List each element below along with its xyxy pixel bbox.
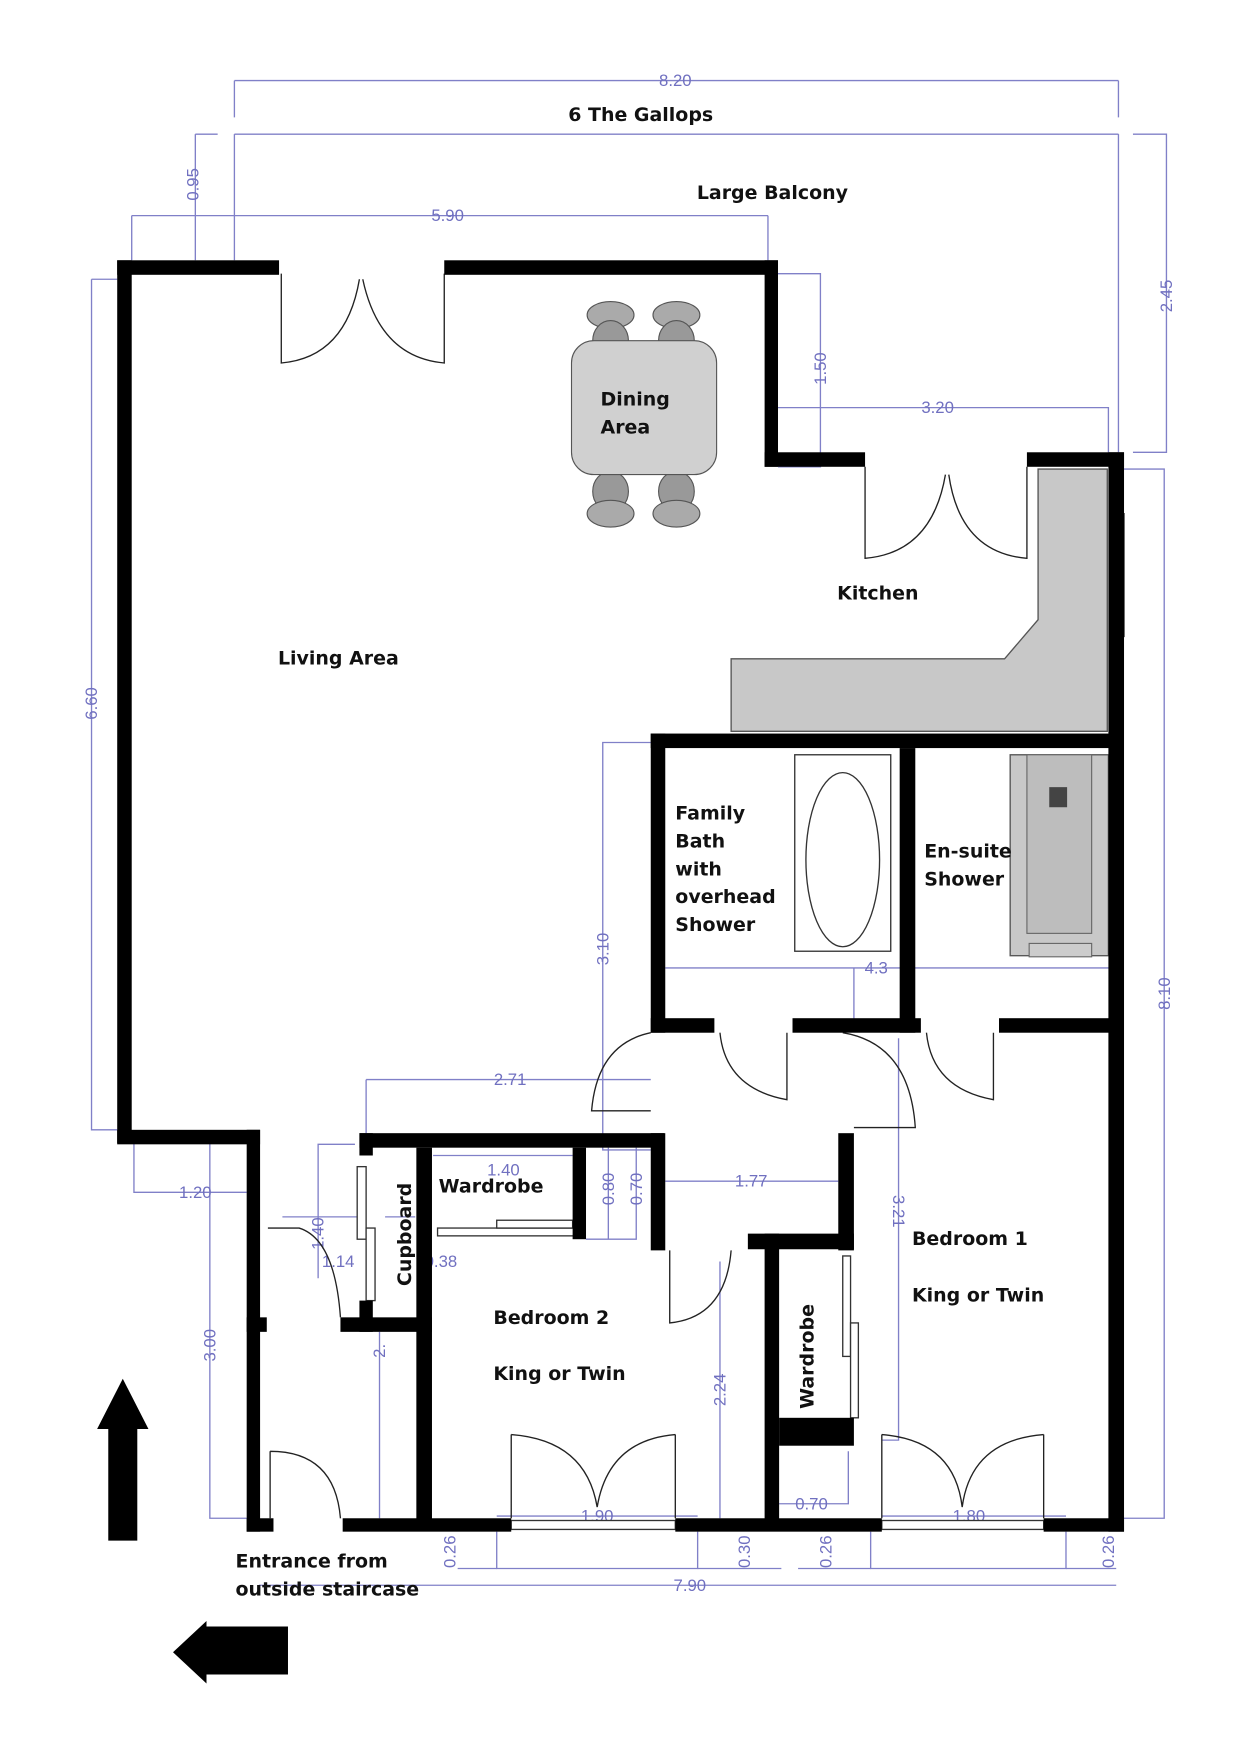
dim-sill-a: 0.26	[440, 1535, 459, 1568]
dim-wardrobe-depth2: 0.70	[627, 1173, 646, 1206]
window	[510, 1519, 676, 1531]
dim-hall-entry: 1.14	[322, 1252, 355, 1271]
dim-sill-b: 0.30	[735, 1535, 754, 1568]
dim-entry-depth: 3.00	[200, 1329, 219, 1362]
dim-wardrobe-depth1: 0.80	[599, 1173, 618, 1206]
dim-bath-width: 4.3	[865, 959, 888, 978]
fixtures	[356, 301, 1125, 1531]
dim-living-width: 5.90	[431, 206, 464, 225]
dining-table	[570, 340, 718, 476]
room-labels: 6 The Gallops Large Balcony Dining Area …	[236, 104, 1045, 1601]
wardrobe-door	[436, 1227, 575, 1237]
label-entrance-2: outside staircase	[236, 1578, 420, 1600]
dim-bedroom2-depth: 2.24	[711, 1374, 730, 1407]
dim-sill-c: 0.26	[817, 1535, 836, 1568]
dim-cupboard-depth: 1.40	[309, 1217, 328, 1250]
label-bedroom2-bed: King or Twin	[493, 1363, 625, 1385]
dim-wardrobe2-width: 0.70	[795, 1494, 828, 1513]
dim-corridor-width: 1.77	[735, 1172, 768, 1191]
shower-tap	[1049, 787, 1068, 808]
dining-set	[570, 301, 718, 528]
label-cupboard: Cupboard	[394, 1183, 416, 1286]
cupboard-door	[365, 1227, 376, 1302]
label-bedroom1-bed: King or Twin	[912, 1285, 1044, 1307]
kitchen-counter	[730, 468, 1108, 733]
walls	[117, 260, 1125, 1532]
label-living: Living Area	[278, 647, 399, 669]
dim-step-depth: 1.50	[811, 352, 830, 385]
label-dining-2: Area	[601, 416, 651, 438]
label-bedroom1: Bedroom 1	[912, 1228, 1028, 1250]
shower-step	[1028, 942, 1093, 958]
dim-balcony-depth: 2.45	[1157, 280, 1176, 313]
dim-sill-d: 0.26	[1099, 1535, 1118, 1568]
wardrobe-door	[842, 1255, 852, 1358]
cupboard-door	[356, 1165, 367, 1240]
dim-bottom-width: 7.90	[674, 1576, 707, 1595]
dim-hall-width: 2.71	[494, 1070, 527, 1089]
dim-overall-depth: 8.10	[1155, 977, 1174, 1010]
dim-bedroom1-depth: 3.21	[889, 1195, 908, 1228]
label-ensuite-2: Shower	[924, 868, 1005, 890]
dim-bath-depth: 3.10	[593, 933, 612, 966]
arrow-up-icon	[97, 1378, 149, 1541]
shower-base	[1026, 754, 1093, 934]
dim-hall-lower: 2.	[370, 1344, 389, 1358]
dim-cupboard-width: 0.38	[425, 1252, 458, 1271]
label-kitchen: Kitchen	[837, 583, 918, 605]
label-wardrobe-side: Wardrobe	[797, 1304, 819, 1409]
label-bath-2: Bath	[675, 830, 725, 852]
dim-overall-width: 8.20	[659, 71, 692, 90]
dim-kitchen-width: 3.20	[921, 398, 954, 417]
label-bath-4: overhead	[675, 886, 775, 908]
dimension-labels: 8.20 5.90 3.20 4.3 2.71 1.20 1.14 0.38 1…	[82, 71, 1176, 1595]
wardrobe-door	[849, 1322, 860, 1419]
dim-wardrobe-width: 1.40	[487, 1161, 520, 1180]
wardrobe-door	[496, 1219, 574, 1229]
dim-entry-width: 1.20	[179, 1183, 212, 1202]
arrow-left-icon	[173, 1620, 288, 1684]
dim-balcony-offset: 0.95	[184, 168, 203, 201]
dimension-lines	[90, 79, 1168, 1586]
label-ensuite-1: En-suite	[924, 840, 1012, 862]
bathtub-basin	[805, 771, 881, 948]
doors	[267, 273, 1045, 1519]
label-bedroom2: Bedroom 2	[493, 1307, 609, 1329]
label-bath-1: Family	[675, 803, 745, 825]
property-title: 6 The Gallops	[568, 104, 713, 126]
label-balcony: Large Balcony	[697, 182, 849, 204]
label-dining-1: Dining	[601, 388, 670, 410]
label-bath-3: with	[675, 858, 722, 880]
label-bath-5: Shower	[675, 914, 756, 936]
label-entrance-1: Entrance from	[236, 1550, 388, 1572]
dim-living-depth: 6.60	[82, 687, 101, 720]
window	[881, 1519, 1045, 1531]
label-wardrobe-top: Wardrobe	[439, 1175, 544, 1197]
